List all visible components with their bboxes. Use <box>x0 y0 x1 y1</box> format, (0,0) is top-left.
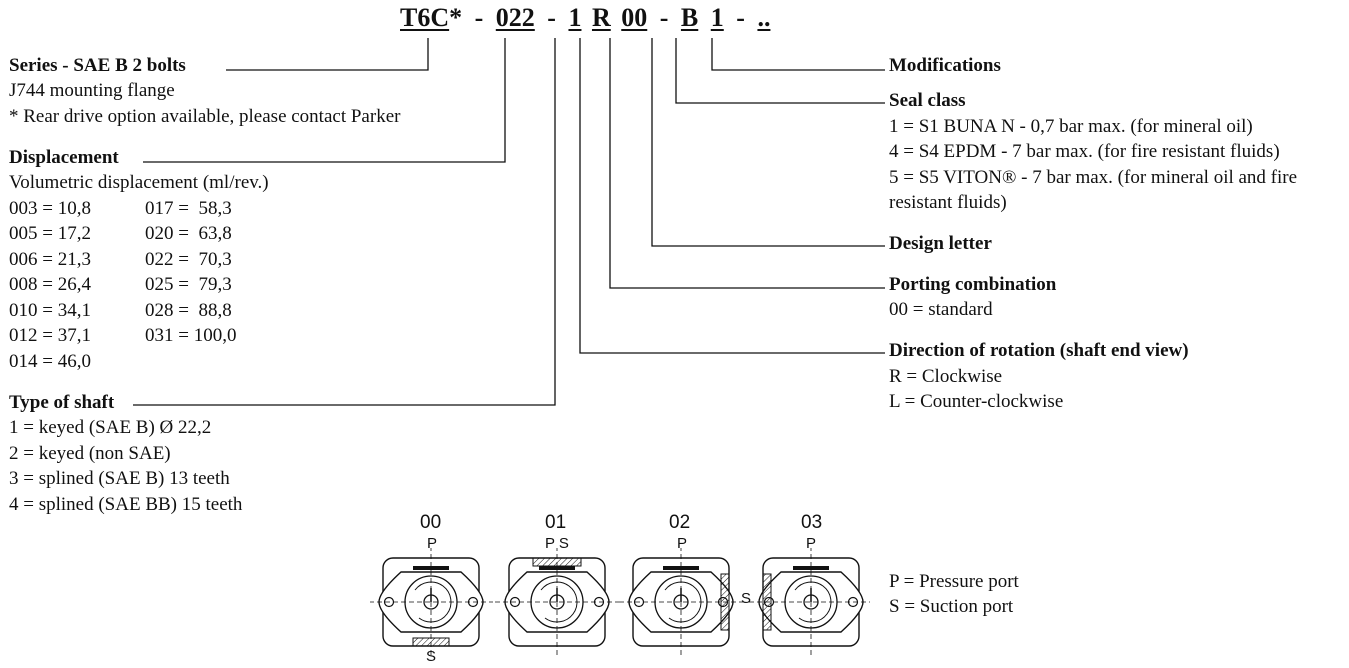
leader-design <box>651 38 885 247</box>
displacement-entry: 022 = 70,3 <box>145 249 232 270</box>
pump-diagram-02 <box>618 548 744 656</box>
displacement-entry: 028 = 88,8 <box>145 300 232 321</box>
displacement-entry: 014 = 46,0 <box>9 351 91 372</box>
code-dash: - <box>474 3 484 32</box>
code-rotation: R <box>591 3 611 32</box>
leader-seal <box>675 38 885 104</box>
code-design: B <box>680 3 699 32</box>
port-letter: S <box>741 590 752 607</box>
rotation-item: L = Counter-clockwise <box>889 391 1064 412</box>
port-letter: P <box>806 535 817 552</box>
diagram-label: 02 <box>669 512 691 533</box>
seal-item: resistant fluids) <box>889 192 1007 213</box>
modifications-title: Modifications <box>889 55 1001 76</box>
code-star: * <box>449 3 463 32</box>
leader-mods <box>711 38 885 71</box>
displacement-entry: 008 = 26,4 <box>9 274 91 295</box>
seal-item: 5 = S5 VITON® - 7 bar max. (for mineral … <box>889 167 1298 188</box>
porting-title: Porting combination <box>889 274 1057 295</box>
displacement-title: Displacement <box>9 147 119 168</box>
rotation-item: R = Clockwise <box>889 366 1003 387</box>
leader-series <box>226 38 429 71</box>
code-dash: - <box>736 3 745 32</box>
seal-title: Seal class <box>889 90 966 111</box>
displacement-entry: 020 = 63,8 <box>145 223 232 244</box>
port-legend-item: P = Pressure port <box>889 571 1019 592</box>
port-legend-item: S = Suction port <box>889 596 1014 617</box>
seal-item: 4 = S4 EPDM - 7 bar max. (for fire resis… <box>889 141 1280 162</box>
code-displacement: 022 <box>495 3 535 32</box>
pump-diagram-00 <box>370 548 494 656</box>
displacement-entry: 006 = 21,3 <box>9 249 91 270</box>
diagram-label: 00 <box>420 512 442 533</box>
leader-displacement <box>143 38 506 163</box>
series-title: Series - SAE B 2 bolts <box>9 55 186 76</box>
shaft-item: 4 = splined (SAE BB) 15 teeth <box>9 494 243 515</box>
port-diagrams <box>370 548 870 656</box>
rotation-title: Direction of rotation (shaft end view) <box>889 340 1189 361</box>
code-dash: - <box>547 3 556 32</box>
leader-porting <box>609 38 885 289</box>
displacement-entry: 010 = 34,1 <box>9 300 91 321</box>
shaft-item: 1 = keyed (SAE B) Ø 22,2 <box>9 417 212 438</box>
porting-item: 00 = standard <box>889 299 993 320</box>
series-line: J744 mounting flange <box>9 80 175 101</box>
shaft-item: 3 = splined (SAE B) 13 teeth <box>9 468 230 489</box>
pump-diagram-03 <box>748 548 870 656</box>
order-code: T6C* - 022 - 1 R 00 - B 1 - .. <box>400 2 770 34</box>
code-mods: .. <box>757 3 771 32</box>
port-letter: P S <box>545 535 569 552</box>
shaft-title: Type of shaft <box>9 392 115 413</box>
code-seal: 1 <box>710 3 724 32</box>
displacement-subtitle: Volumetric displacement (ml/rev.) <box>9 172 269 193</box>
leader-rotation <box>579 38 885 354</box>
displacement-entry: 003 = 10,8 <box>9 198 91 219</box>
diagram-label: 01 <box>545 512 567 533</box>
diagram-label: 03 <box>801 512 823 533</box>
displacement-entry: 005 = 17,2 <box>9 223 91 244</box>
code-series: T6C <box>400 3 450 32</box>
code-shaft: 1 <box>568 3 582 32</box>
displacement-entry: 017 = 58,3 <box>145 198 232 219</box>
port-letter: P <box>427 535 438 552</box>
seal-item: 1 = S1 BUNA N - 0,7 bar max. (for minera… <box>889 116 1253 137</box>
displacement-entry: 031 = 100,0 <box>145 325 237 346</box>
series-line: * Rear drive option available, please co… <box>9 106 401 127</box>
displacement-entry: 012 = 37,1 <box>9 325 91 346</box>
port-letter: P <box>677 535 688 552</box>
code-porting: 00 <box>621 3 648 32</box>
design-title: Design letter <box>889 233 992 254</box>
pump-diagram-01 <box>494 548 620 656</box>
code-dash: - <box>659 3 669 32</box>
leader-shaft <box>133 38 556 406</box>
displacement-entry: 025 = 79,3 <box>145 274 232 295</box>
port-letter: S <box>426 648 437 665</box>
shaft-item: 2 = keyed (non SAE) <box>9 443 171 464</box>
